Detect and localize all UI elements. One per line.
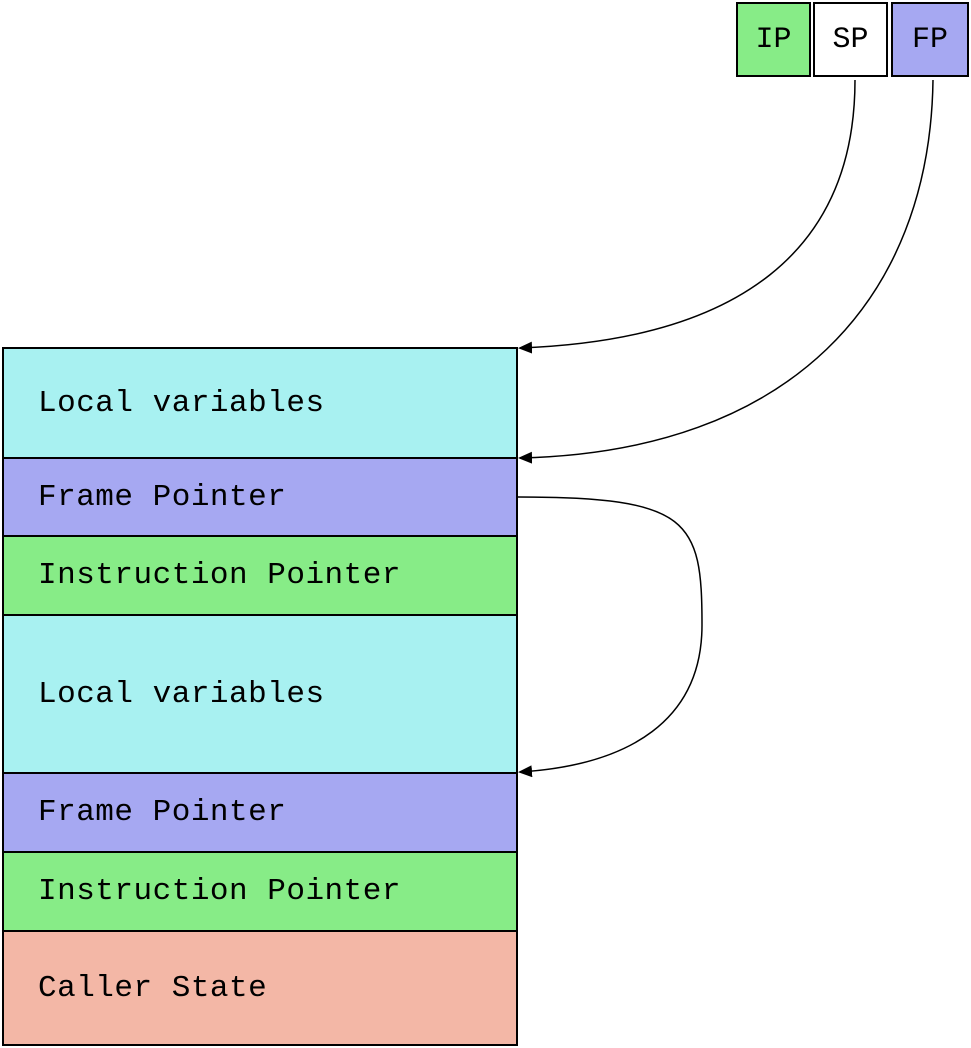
register-fp: FP — [891, 2, 969, 77]
register-sp: SP — [813, 2, 888, 77]
stack-caller-state: Caller State — [2, 930, 518, 1046]
fp-arrow — [518, 79, 934, 464]
sp-arrow — [518, 79, 856, 354]
stack-instruction-pointer-lower: Instruction Pointer — [2, 851, 518, 932]
stack-frame-pointer-top: Frame Pointer — [2, 457, 518, 537]
stack-instruction-pointer-top: Instruction Pointer — [2, 535, 518, 616]
saved-frame-pointer-arrow — [517, 496, 703, 778]
stack-local-variables-top: Local variables — [2, 347, 518, 459]
stack-local-variables-lower: Local variables — [2, 614, 518, 774]
stack-frame-pointer-lower: Frame Pointer — [2, 772, 518, 853]
register-ip: IP — [736, 2, 811, 77]
